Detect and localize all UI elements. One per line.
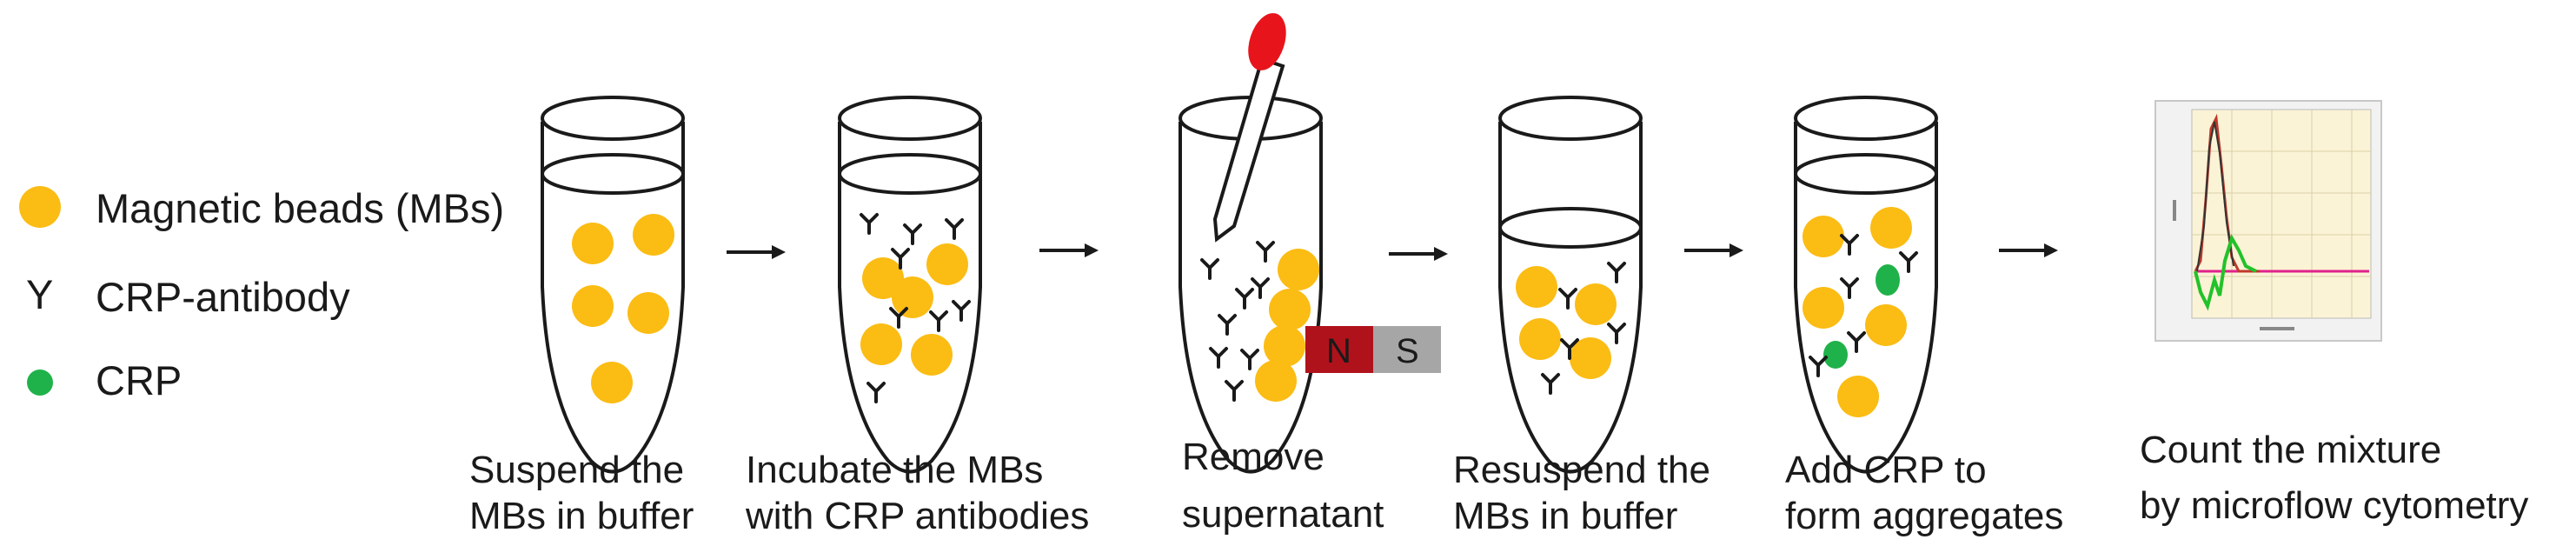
legend: Magnetic beads (MBs) Y CRP-antibody CRP [19,185,504,403]
bead [911,334,953,376]
antibody [1607,262,1626,283]
bead [591,362,633,403]
magnet-north-label: N [1326,332,1351,370]
crp [1823,341,1848,369]
step-6-caption-line1: Count the mixture [2140,429,2441,471]
bead [1519,318,1561,360]
bead [572,285,614,327]
step-6-caption-line2: by microflow cytometry [2140,484,2528,527]
bead [1516,266,1557,308]
tube-incubate [838,96,982,474]
magnet-icon: N S [1305,326,1441,373]
antibody [1209,347,1228,369]
bead [1264,325,1305,367]
tube-add-crp [1794,96,1938,474]
bead [1575,283,1617,325]
cytometry-plot [2154,100,2382,342]
antibody [1256,241,1275,263]
bead [1870,207,1912,249]
tube-resuspend [1498,96,1643,474]
antibody [1251,277,1270,299]
arrow-right-icon [1684,243,1743,257]
legend-antibody-label: CRP-antibody [96,274,350,320]
antibody [1235,288,1254,310]
antibody [1809,356,1828,377]
bead [1837,376,1879,417]
antibody [860,213,879,235]
antibody [1200,258,1219,280]
tube-remove-supernatant: N S [1178,13,1441,474]
antibody [866,382,886,403]
bead [926,243,968,285]
bead [1865,304,1907,346]
antibody [1240,349,1259,370]
step-1-caption-line1: Suspend the [469,449,684,491]
bead [862,257,904,299]
magnet-south-label: S [1396,332,1419,370]
crp [1876,264,1900,296]
pipette-icon [1212,13,1286,243]
step-4-caption-line1: Resuspend the [1453,449,1710,491]
antibody [1840,277,1859,299]
antibody [1899,251,1918,273]
bead [1570,337,1611,379]
arrow-right-icon [727,245,786,259]
bead [1803,216,1844,257]
legend-antibody-icon: Y [26,271,53,317]
step-2-caption-line2: with CRP antibodies [745,495,1089,537]
antibody [945,218,964,240]
step-captions: Suspend the MBs in buffer Incubate the M… [469,429,2528,537]
legend-crp-label: CRP [96,357,182,403]
antibody [1225,380,1244,402]
antibody [1840,234,1859,256]
antibody [929,310,948,332]
step-1-caption-line2: MBs in buffer [469,495,694,537]
bead [1269,289,1311,330]
arrows [727,243,2058,261]
arrow-right-icon [1039,243,1099,257]
trace-green [2194,233,2257,311]
legend-bead-icon [19,186,61,228]
step-3-caption-line1: Remove [1182,436,1325,478]
antibody [1847,331,1866,353]
legend-crp-icon [27,370,53,396]
antibody [1607,323,1626,344]
antibody [1541,373,1560,395]
step-2-caption-line1: Incubate the MBs [746,449,1043,491]
arrow-right-icon [1389,247,1448,261]
antibody [1218,314,1237,336]
bead [633,214,674,256]
step-3-caption-line2: supernatant [1182,493,1384,536]
step-4-caption-line2: MBs in buffer [1453,495,1677,537]
antibody [903,223,922,245]
bead [1278,249,1319,290]
tube-suspend [541,96,685,474]
bead [572,223,614,264]
step-5-caption-line1: Add CRP to [1785,449,1987,491]
antibody [952,300,971,322]
bead [892,276,933,318]
bead [1255,360,1297,402]
legend-beads-label: Magnetic beads (MBs) [96,185,504,231]
arrow-right-icon [1999,243,2058,257]
bead [627,292,669,334]
bead [1803,287,1844,329]
step-5-caption-line2: form aggregates [1785,495,2063,537]
trace-dark [2196,121,2234,272]
antibody [1558,288,1577,310]
bead [860,323,902,365]
